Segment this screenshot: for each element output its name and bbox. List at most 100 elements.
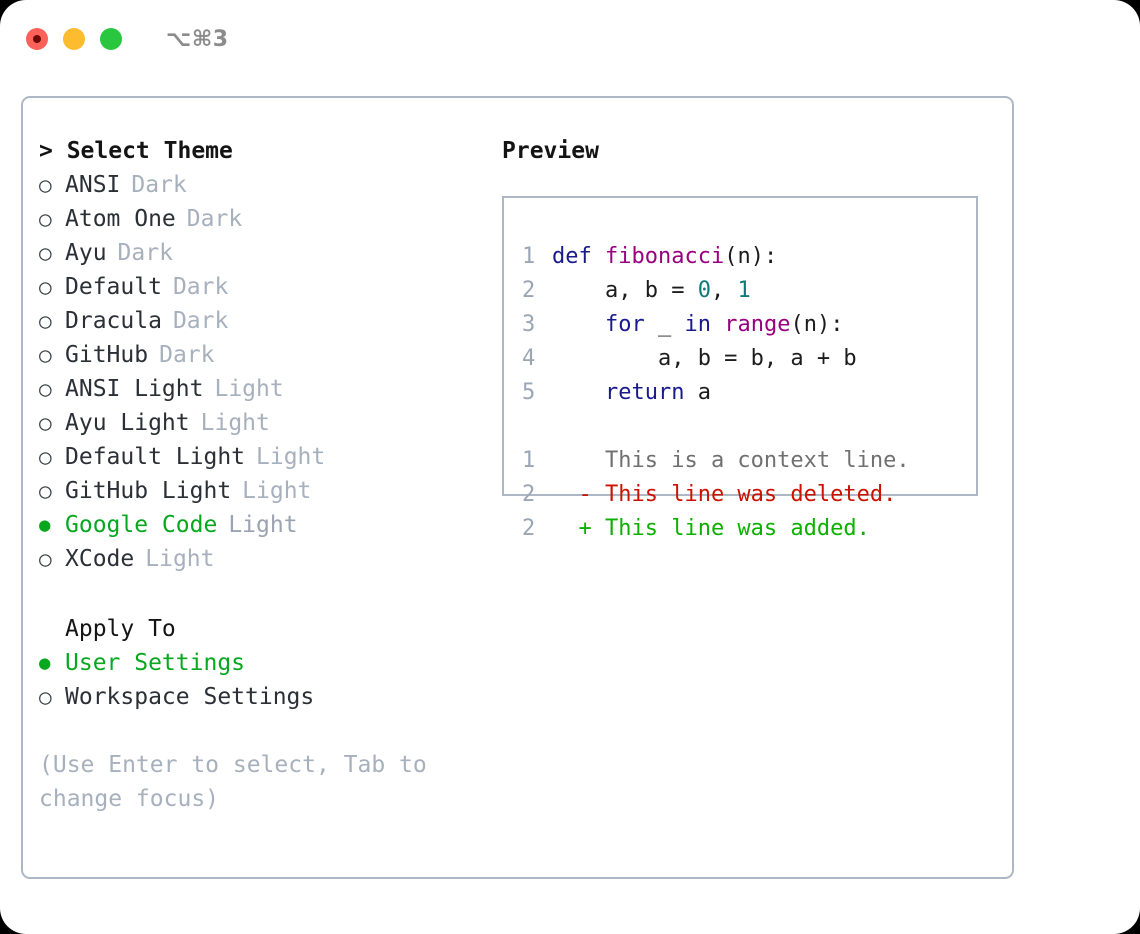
code-token-num: 0 [697,278,711,303]
line-number: 5 [522,380,536,405]
code-line: 2 a, b = 0, 1 [522,274,976,308]
code-token-plain: a, b = b, a + b [552,346,857,371]
theme-name: ANSI Light [65,376,204,402]
apply-to-option[interactable]: ● User Settings [39,646,479,680]
preview-header: Preview [502,138,599,164]
minimize-window-button[interactable] [63,28,85,50]
radio-unselected-icon: ○ [39,275,52,299]
diff-line: 2 + This line was added. [522,512,976,546]
code-line-text: for _ in range(n): [552,308,843,342]
theme-variant-badge: Dark [186,206,243,232]
radio-unselected-icon: ○ [39,207,52,231]
code-token-kw: for [604,312,645,337]
code-token-plain: (n): [790,312,844,337]
code-line-text: return a [552,376,711,410]
diff-line: 1 This is a context line. [522,444,976,478]
line-number: 2 [522,482,536,507]
code-token-plain: _ [644,312,685,337]
code-token-kw: in [684,312,711,337]
code-token-fn: fibonacci [605,244,725,269]
theme-name: ANSI [65,172,121,198]
radio-selected-icon: ● [39,514,51,536]
apply-to-section: Apply To ● User Settings ○ Workspace Settin… [39,612,479,714]
radio-unselected-icon: ○ [39,309,52,333]
code-line: 1 def fibonacci(n): [522,240,976,274]
theme-name: Default [65,274,162,300]
theme-name: GitHub Light [65,478,232,504]
radio-unselected-icon: ○ [39,445,52,469]
theme-list-item[interactable]: ○ Ayu Light Light [39,406,479,440]
code-line-text: def fibonacci(n): [552,240,777,274]
theme-name: Atom One [65,206,176,232]
line-number: 2 [522,516,536,541]
theme-variant-badge: Light [242,478,312,504]
code-token-kw: def [552,244,592,269]
preview-divider-space [522,410,976,444]
apply-to-header: Apply To [65,616,176,642]
radio-unselected-icon: ○ [39,547,52,571]
recording-dot-icon [33,35,41,43]
theme-variant-badge: Light [200,410,270,436]
apply-to-label: Workspace Settings [65,684,315,710]
window-titlebar: ⌥⌘3 [0,0,1140,78]
traffic-light-group [26,28,122,50]
theme-name: Ayu [65,240,107,266]
radio-unselected-icon: ○ [39,343,52,367]
code-token-plain [552,312,605,337]
code-line: 5 return a [522,376,976,410]
line-number: 3 [522,312,536,337]
code-token-kw: return [604,380,685,405]
radio-unselected-icon: ○ [39,411,52,435]
keyboard-shortcut-label: ⌥⌘3 [166,26,229,52]
line-number: 2 [522,278,536,303]
code-line-text: a, b = 0, 1 [552,274,751,308]
code-line-text: a, b = b, a + b [552,342,857,376]
maximize-window-button[interactable] [100,28,122,50]
theme-name: Google Code [65,512,218,538]
apply-to-label: User Settings [65,650,246,676]
code-line: 4 a, b = b, a + b [522,342,976,376]
theme-list-item[interactable]: ○ Default Dark [39,270,479,304]
radio-unselected-icon: ○ [39,173,52,197]
theme-variant-badge: Dark [172,308,229,334]
code-token-plain: a [684,380,711,405]
line-number: 1 [522,244,536,269]
theme-variant-badge: Dark [172,274,229,300]
radio-unselected-icon: ○ [39,377,52,401]
theme-list-item[interactable]: ○ Atom One Dark [39,202,479,236]
diff-sample: 1 This is a context line.2 - This line w… [522,444,976,546]
diff-line-text-del: - This line was deleted. [552,482,897,507]
theme-name: XCode [65,546,135,572]
select-theme-header: > Select Theme [39,138,233,164]
code-token-plain [711,312,724,337]
diff-line: 2 - This line was deleted. [522,478,976,512]
radio-selected-icon: ● [39,652,51,674]
code-token-plain: , [710,278,738,303]
diff-line-text-add: + This line was added. [552,516,870,541]
close-window-button[interactable] [26,28,48,50]
code-token-fn: range [724,312,791,337]
radio-unselected-icon: ○ [39,685,52,709]
apply-to-option[interactable]: ○ Workspace Settings [39,680,479,714]
keyboard-hint-text: (Use Enter to select, Tab to change focu… [39,752,427,812]
theme-list-item[interactable]: ○ GitHub Light Light [39,474,479,508]
theme-name: Ayu Light [65,410,190,436]
radio-unselected-icon: ○ [39,479,52,503]
apply-to-list: ● User Settings ○ Workspace Settings [39,646,479,714]
code-token-plain [592,244,605,269]
theme-variant-badge: Light [256,444,326,470]
